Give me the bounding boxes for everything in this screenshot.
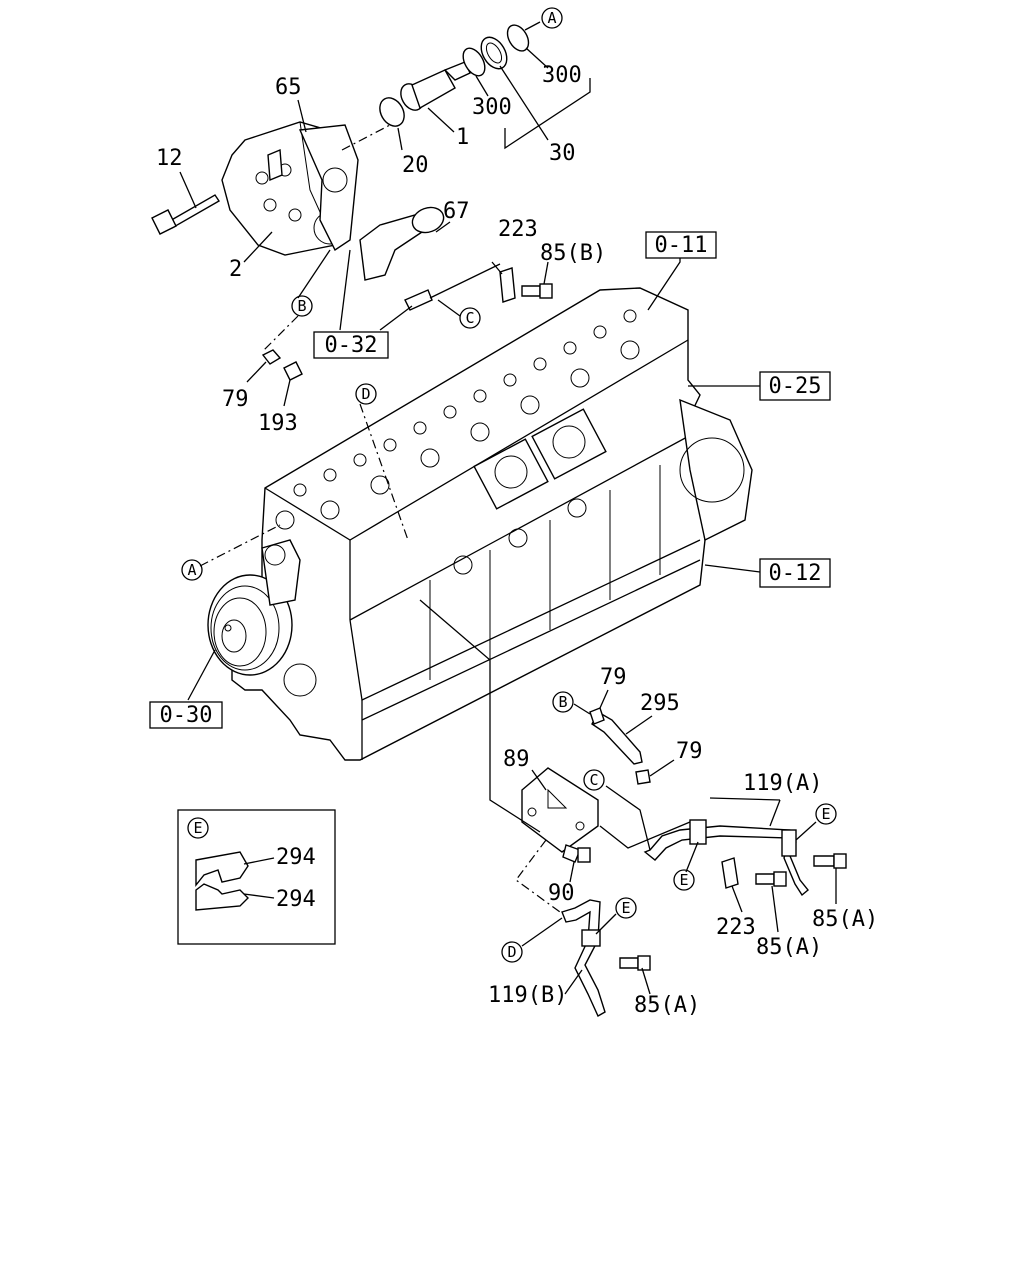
svg-text:C: C	[465, 309, 474, 327]
label-300-a: 300	[472, 95, 512, 120]
label-223-bottom: 223	[716, 915, 756, 940]
clip-223-bottom	[721, 857, 739, 889]
thermostat-1	[400, 61, 471, 111]
label-2: 2	[229, 257, 242, 282]
label-294-a: 294	[276, 845, 316, 870]
bolt-90	[562, 844, 581, 863]
label-89: 89	[503, 747, 530, 772]
pipe-119a	[643, 819, 809, 897]
bolt-85a-1	[755, 873, 775, 885]
bolt-85a-2	[813, 855, 835, 867]
bolt-85a-3	[619, 957, 639, 969]
svg-text:0-25: 0-25	[769, 374, 822, 399]
callout-c-lower: C	[583, 769, 605, 791]
svg-text:E: E	[193, 819, 202, 837]
nut-79-top	[261, 349, 282, 365]
label-90: 90	[548, 881, 575, 906]
label-85a-bottom: 85(A)	[634, 993, 700, 1018]
label-85b: 85(B)	[540, 241, 606, 266]
pipe-119b	[561, 899, 606, 1017]
leader-lines	[179, 21, 837, 995]
ref-box-0-32: 0-32	[313, 331, 389, 359]
ref-box-0-25: 0-25	[759, 371, 831, 401]
callout-a-top: A	[541, 7, 563, 29]
label-79-top: 79	[222, 387, 249, 412]
callout-e-middle: E	[673, 869, 695, 891]
label-79-c: 79	[676, 739, 703, 764]
svg-text:A: A	[547, 9, 556, 27]
svg-text:E: E	[621, 899, 630, 917]
label-30: 30	[549, 141, 576, 166]
sleeve-193	[283, 361, 303, 381]
clip-223-top	[499, 267, 516, 303]
label-294-b: 294	[276, 887, 316, 912]
o-ring-300-a	[462, 47, 486, 77]
callout-d-lower: D	[501, 941, 523, 963]
svg-text:B: B	[297, 297, 306, 315]
clamp-79-c	[635, 769, 651, 785]
callout-b-upper: B	[291, 295, 313, 317]
svg-text:D: D	[507, 943, 516, 961]
label-85a-right: 85(A)	[812, 907, 878, 932]
svg-text:D: D	[361, 385, 370, 403]
ref-box-0-30: 0-30	[149, 701, 223, 729]
svg-text:A: A	[187, 561, 196, 579]
label-119a: 119(A)	[743, 771, 822, 796]
label-295: 295	[640, 691, 680, 716]
label-223-top: 223	[498, 217, 538, 242]
label-193: 193	[258, 411, 298, 436]
clamp-79-b	[589, 707, 605, 725]
label-300-b: 300	[542, 63, 582, 88]
o-ring-300-b	[506, 24, 530, 52]
callout-d-upper: D	[355, 383, 377, 405]
label-67: 67	[443, 199, 470, 224]
engine-block	[207, 287, 753, 761]
bolt-12	[151, 194, 220, 235]
head-bolts	[293, 309, 640, 520]
svg-text:0-32: 0-32	[325, 333, 378, 358]
label-85a-middle: 85(A)	[756, 935, 822, 960]
ref-box-0-12: 0-12	[759, 558, 831, 588]
svg-text:0-11: 0-11	[655, 233, 708, 258]
thermostat-housing	[221, 121, 359, 256]
inset-detail-e	[177, 809, 336, 945]
callout-c-upper: C	[459, 307, 481, 329]
callout-e-right: E	[815, 803, 837, 825]
label-20: 20	[402, 153, 429, 178]
hose-295	[591, 711, 643, 765]
svg-text:0-30: 0-30	[160, 703, 213, 728]
bracket-89	[521, 767, 599, 853]
label-119b: 119(B)	[488, 983, 567, 1008]
bolt-85b	[521, 285, 541, 297]
callout-e-bottom: E	[615, 897, 637, 919]
callout-a-left: A	[181, 559, 203, 581]
callout-e-inset: E	[187, 817, 209, 839]
callout-b-lower: B	[552, 691, 574, 713]
svg-text:0-12: 0-12	[769, 561, 822, 586]
label-1: 1	[456, 125, 469, 150]
seal-ring-20	[379, 97, 405, 127]
label-12: 12	[156, 146, 183, 171]
ref-box-0-11: 0-11	[645, 231, 717, 259]
svg-text:E: E	[679, 871, 688, 889]
label-65: 65	[275, 75, 302, 100]
water-outlet-pipe-67	[359, 206, 445, 311]
svg-text:E: E	[821, 805, 830, 823]
seal-30	[480, 36, 508, 70]
svg-text:B: B	[558, 693, 567, 711]
svg-text:C: C	[589, 771, 598, 789]
label-79-b: 79	[600, 665, 627, 690]
